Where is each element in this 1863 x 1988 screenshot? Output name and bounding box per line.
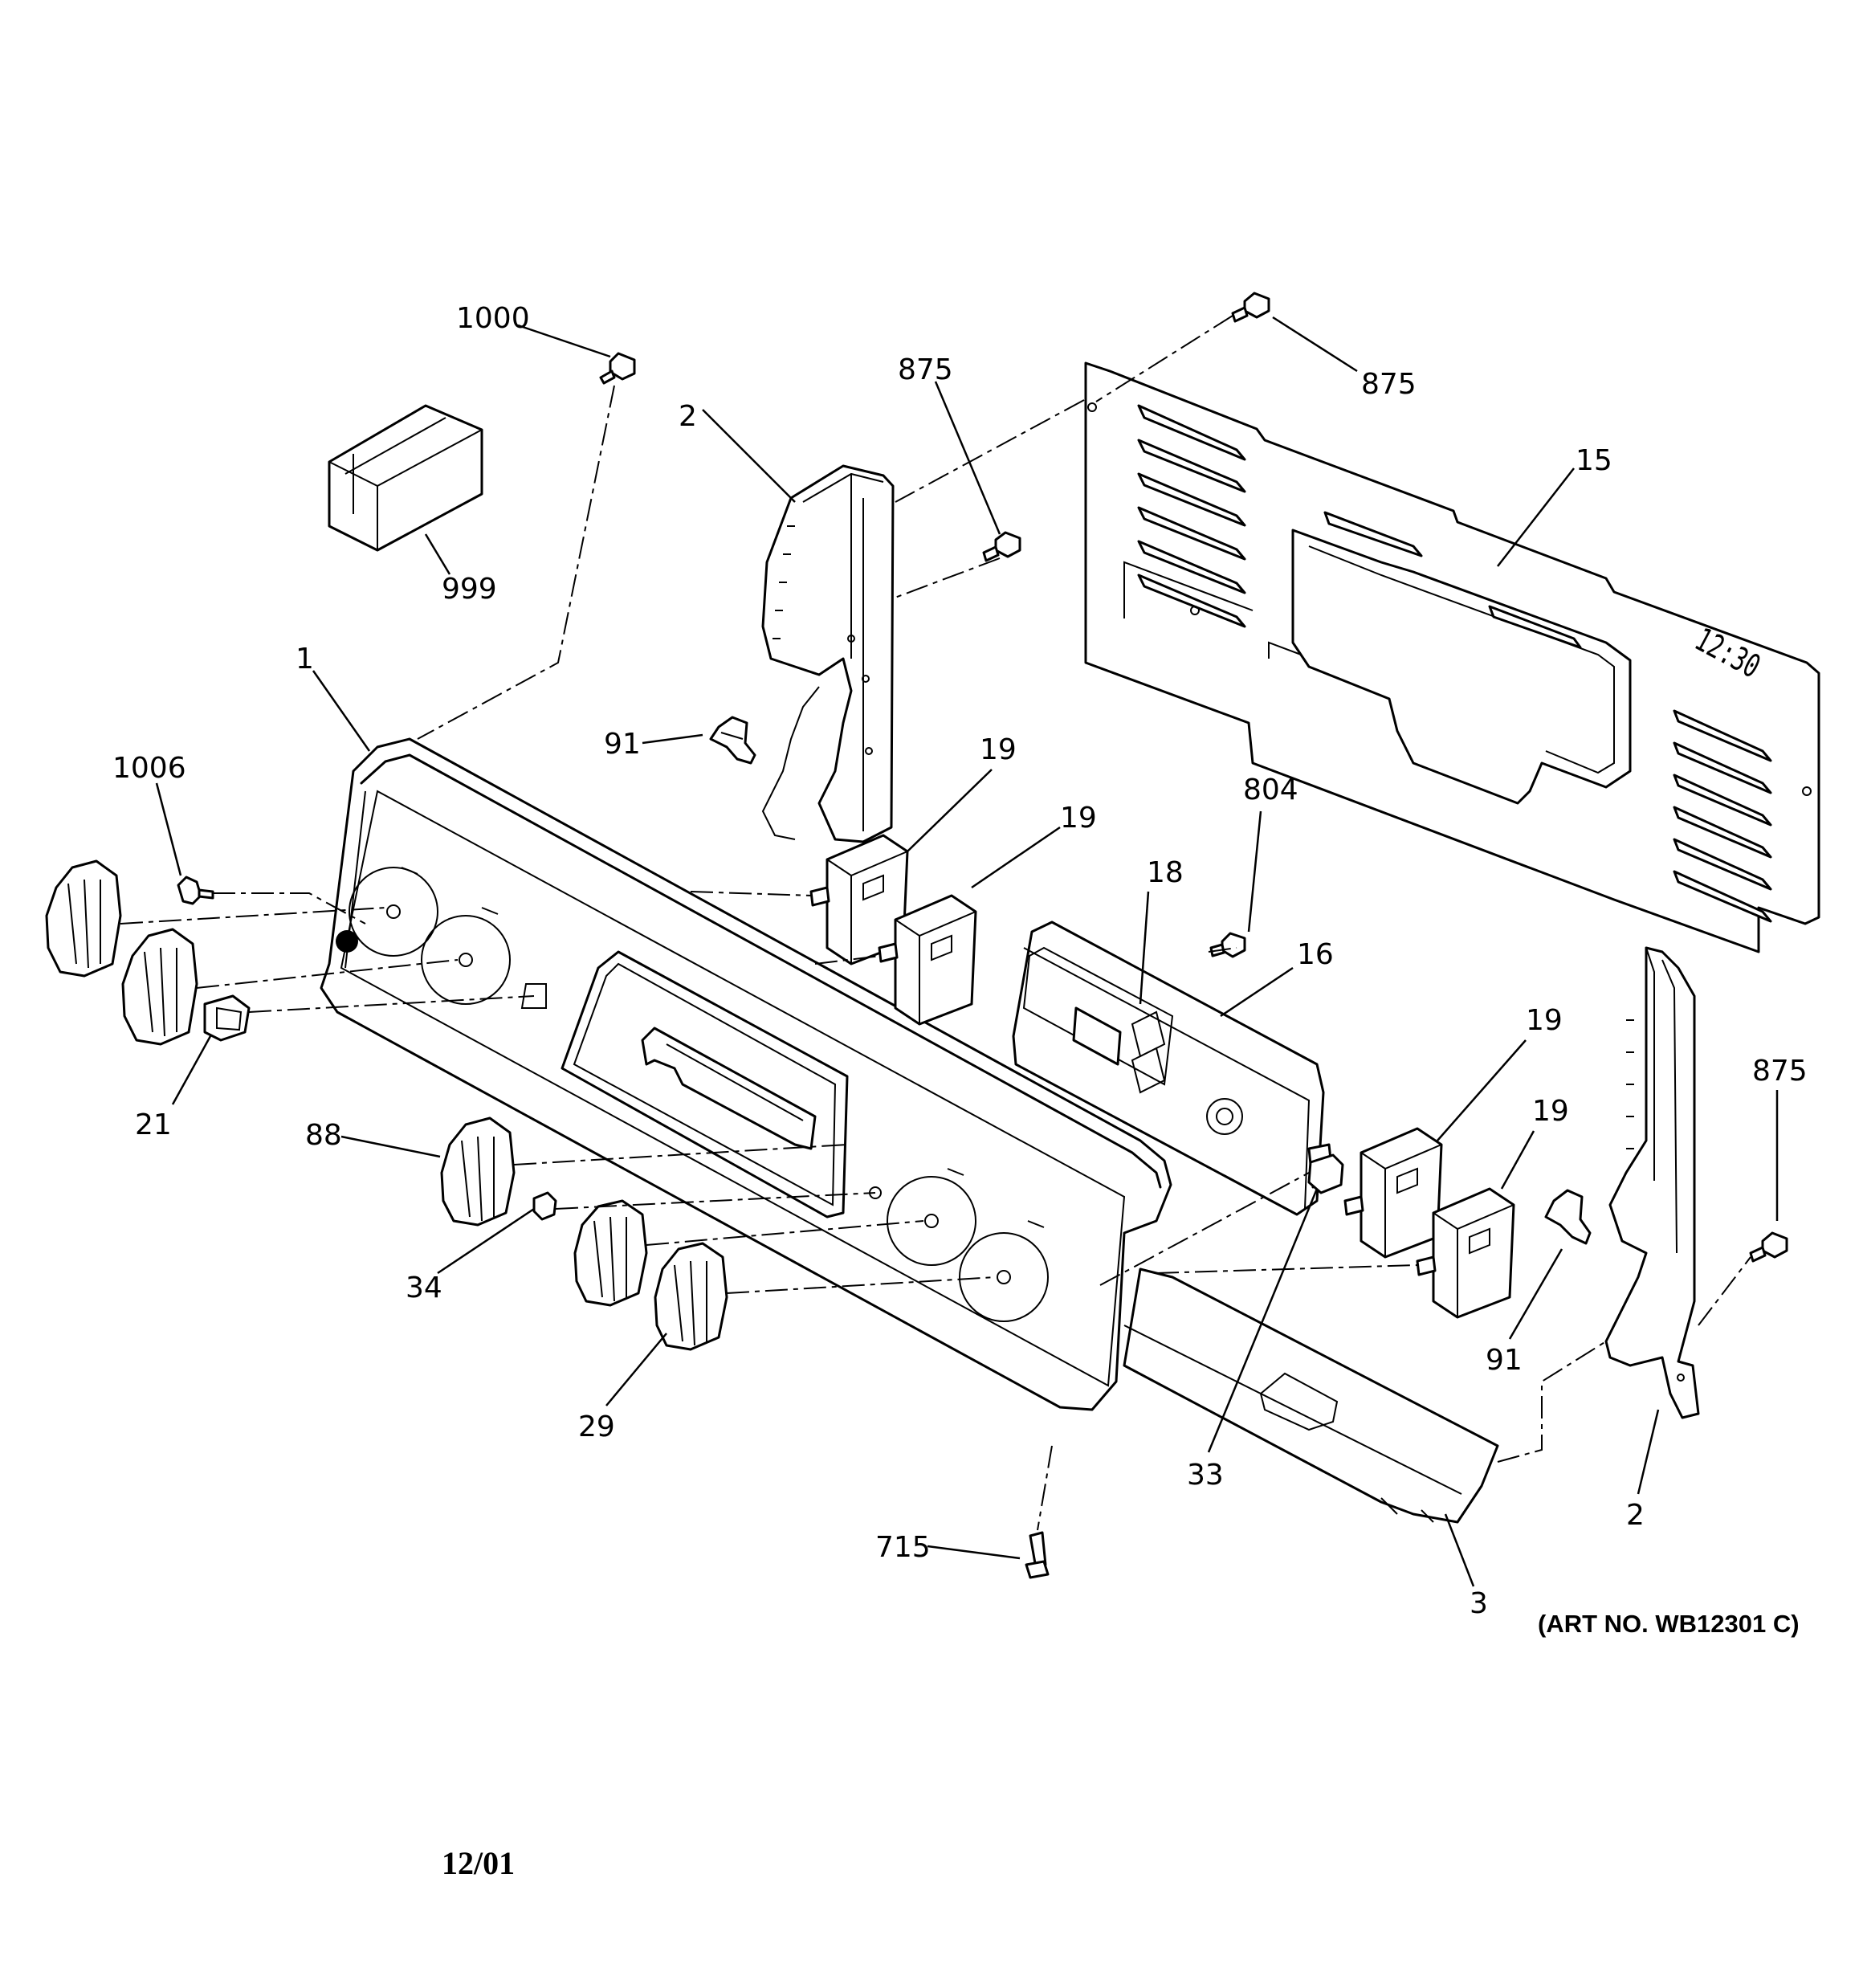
callout-34: 34: [406, 1272, 442, 1304]
art-number: (ART NO. WB12301 C): [1538, 1610, 1800, 1638]
callout-88: 88: [305, 1119, 342, 1152]
callout-91-right: 91: [1486, 1344, 1523, 1377]
knob-1: [45, 859, 122, 978]
callout-999: 999: [442, 573, 497, 606]
callout-875-top: 875: [1361, 368, 1417, 401]
rear-vented-panel: [1084, 361, 1820, 953]
screw-1000: [599, 352, 636, 385]
screw-715: [1025, 1531, 1050, 1579]
screw-875-right: [1749, 1231, 1788, 1263]
side-bracket-left: [761, 464, 895, 843]
callout-2-right: 2: [1626, 1499, 1645, 1532]
callout-labels: 1000 999 2 875 875 15 1 91 1006 19 19 80…: [112, 302, 1808, 1620]
knob-cap-34: [532, 1191, 557, 1221]
dial-graphic-2: [421, 915, 511, 1005]
dial-graphic-3: [887, 1176, 976, 1266]
louvers-left: [1137, 404, 1246, 628]
callout-2-left: 2: [679, 400, 697, 433]
callout-1: 1: [296, 643, 314, 676]
clip-91-right: [1544, 1189, 1592, 1245]
date-code: 12/01: [442, 1845, 515, 1881]
screw-1006: [177, 876, 214, 905]
callout-19-d: 19: [1532, 1095, 1569, 1128]
callout-33: 33: [1187, 1459, 1224, 1492]
indicator-light-21: [203, 994, 251, 1042]
callout-875-bracket: 875: [898, 353, 953, 386]
louvers-center: [1323, 511, 1582, 649]
lower-trim-strip: [1123, 1268, 1499, 1524]
knob-2: [121, 928, 198, 1046]
callout-1006: 1006: [112, 752, 186, 785]
screw-875-bracket: [982, 531, 1021, 562]
infinite-switch-3: [1343, 1127, 1443, 1259]
callout-3: 3: [1470, 1587, 1488, 1620]
knob-88: [440, 1116, 516, 1227]
louvers-right: [1673, 709, 1772, 923]
connector-33: [1307, 1153, 1344, 1194]
callout-91-left: 91: [604, 728, 641, 761]
knob-29: [654, 1242, 728, 1351]
infinite-switch-2: [878, 894, 977, 1026]
knob-3: [573, 1199, 648, 1307]
callout-1000: 1000: [456, 302, 530, 335]
leader-lines: [155, 316, 1779, 1587]
control-panel-backsplash: [320, 737, 1172, 1411]
callout-19-a: 19: [980, 733, 1017, 766]
dial-graphic-1: [349, 867, 438, 957]
callout-18: 18: [1147, 856, 1184, 889]
callout-715: 715: [875, 1531, 931, 1564]
screw-804: [1209, 932, 1246, 958]
callout-29: 29: [578, 1410, 615, 1443]
callout-16: 16: [1297, 938, 1334, 971]
callout-19-b: 19: [1060, 802, 1097, 835]
infinite-switch-1: [809, 834, 909, 965]
callout-21: 21: [135, 1108, 172, 1141]
callout-875-right: 875: [1752, 1055, 1808, 1088]
screw-875-top: [1231, 292, 1270, 323]
infinite-switch-4: [1416, 1187, 1515, 1319]
callout-804: 804: [1243, 774, 1298, 806]
callout-15: 15: [1576, 444, 1612, 477]
side-bracket-right: [1604, 946, 1700, 1419]
clip-91-left: [709, 716, 756, 765]
assembly-lines: [120, 315, 1751, 1531]
callout-19-c: 19: [1526, 1004, 1563, 1037]
parts-box: [328, 404, 483, 552]
dial-graphic-4: [959, 1232, 1049, 1322]
